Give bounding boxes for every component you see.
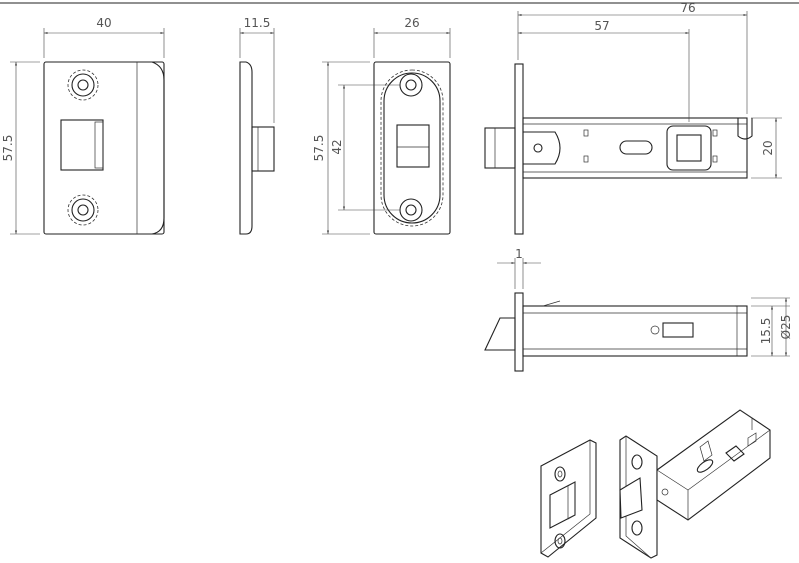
case-height-label: 20 <box>761 140 775 155</box>
latch-side-view: 1 15.5 Ø25 <box>484 247 793 372</box>
side-height-label: 15.5 <box>759 318 773 345</box>
strike-plate-front-view: 40 57.5 <box>1 16 165 235</box>
overall-length-label: 76 <box>680 1 695 15</box>
strike-depth-label: 11.5 <box>244 16 271 30</box>
strike-width-label: 40 <box>96 16 111 30</box>
diameter-label: Ø25 <box>779 315 793 340</box>
hole-spacing-label: 42 <box>330 139 344 154</box>
thickness-label: 1 <box>515 247 523 261</box>
backset-label: 57 <box>594 19 609 33</box>
latch-top-view: 76 57 20 <box>484 1 782 235</box>
isometric-view <box>540 409 771 559</box>
strike-plate-side-view: 11.5 <box>239 16 275 235</box>
strike-height-label: 57.5 <box>1 135 15 162</box>
face-plate-front-view: 26 57.5 42 <box>312 16 451 235</box>
face-height-label: 57.5 <box>312 135 326 162</box>
face-width-label: 26 <box>404 16 419 30</box>
